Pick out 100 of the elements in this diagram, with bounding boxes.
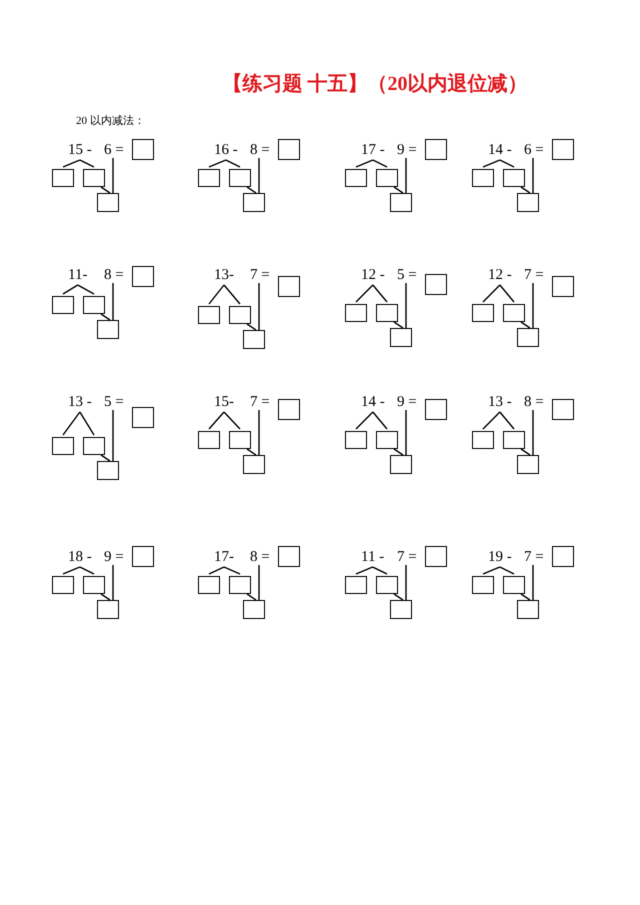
connector-line bbox=[356, 566, 373, 575]
answer-box bbox=[229, 306, 251, 324]
connector-line bbox=[223, 284, 241, 304]
connector-line bbox=[77, 284, 94, 295]
connector-line bbox=[372, 159, 388, 168]
connector-line bbox=[482, 412, 500, 430]
connector-line bbox=[394, 593, 404, 601]
number-text: 6 = bbox=[104, 143, 124, 158]
answer-box bbox=[376, 304, 398, 322]
answer-box bbox=[243, 600, 265, 619]
connector-line bbox=[80, 159, 94, 168]
connector-line bbox=[532, 565, 534, 600]
answer-box bbox=[552, 139, 574, 160]
number-text: 13 - bbox=[68, 395, 92, 410]
connector-line bbox=[246, 323, 256, 331]
connector-line bbox=[500, 566, 514, 575]
connector-line bbox=[372, 566, 388, 575]
answer-box bbox=[243, 193, 265, 212]
number-text: 7 = bbox=[524, 550, 544, 565]
connector-line bbox=[405, 283, 407, 328]
connector-line bbox=[394, 186, 404, 194]
connector-line bbox=[372, 412, 388, 430]
connector-line bbox=[112, 158, 114, 193]
answer-box bbox=[425, 139, 447, 160]
connector-line bbox=[405, 565, 407, 600]
connector-line bbox=[208, 159, 226, 168]
answer-box bbox=[52, 169, 74, 187]
number-text: 6 = bbox=[524, 143, 544, 158]
answer-box bbox=[425, 274, 447, 295]
connector-line bbox=[80, 566, 94, 575]
connector-line bbox=[246, 593, 256, 601]
answer-box bbox=[503, 576, 525, 594]
answer-box bbox=[376, 431, 398, 449]
answer-box bbox=[198, 169, 220, 187]
connector-line bbox=[258, 410, 260, 455]
connector-line bbox=[100, 313, 110, 321]
connector-line bbox=[112, 283, 114, 320]
answer-box bbox=[132, 266, 154, 287]
number-text: 19 - bbox=[488, 550, 512, 565]
connector-line bbox=[208, 566, 224, 575]
answer-box bbox=[97, 461, 119, 480]
answer-box bbox=[229, 169, 251, 187]
answer-box bbox=[390, 193, 412, 212]
number-text: 7 = bbox=[250, 268, 270, 283]
answer-box bbox=[517, 600, 539, 619]
connector-line bbox=[112, 565, 114, 600]
connector-line bbox=[226, 159, 240, 168]
answer-box bbox=[278, 139, 300, 160]
answer-box bbox=[83, 169, 105, 187]
connector-line bbox=[532, 283, 534, 328]
connector-line bbox=[112, 410, 114, 461]
connector-line bbox=[100, 454, 110, 462]
connector-line bbox=[482, 159, 500, 168]
answer-box bbox=[83, 296, 105, 314]
connector-line bbox=[520, 321, 530, 329]
connector-line bbox=[258, 283, 260, 330]
number-text: 12 - bbox=[488, 268, 512, 283]
number-text: 14 - bbox=[361, 395, 385, 410]
title-text: 【练习题 十五】（20以内退位减） bbox=[222, 72, 528, 97]
number-text: 9 = bbox=[104, 550, 124, 565]
answer-box bbox=[83, 437, 105, 455]
answer-box bbox=[552, 546, 574, 567]
number-text: 8 = bbox=[250, 143, 270, 158]
answer-box bbox=[132, 546, 154, 567]
number-text: 15- bbox=[214, 395, 234, 410]
connector-line bbox=[356, 284, 374, 302]
connector-line bbox=[520, 448, 530, 456]
answer-box bbox=[552, 399, 574, 420]
connector-line bbox=[246, 448, 256, 456]
answer-box bbox=[376, 576, 398, 594]
answer-box bbox=[229, 576, 251, 594]
connector-line bbox=[223, 412, 240, 430]
answer-box bbox=[376, 169, 398, 187]
answer-box bbox=[243, 455, 265, 474]
answer-box bbox=[52, 437, 74, 455]
answer-box bbox=[229, 431, 251, 449]
instruction-text: 20 以内减法： bbox=[76, 116, 145, 127]
connector-line bbox=[62, 566, 80, 575]
connector-line bbox=[100, 593, 110, 601]
connector-line bbox=[356, 159, 374, 168]
answer-box bbox=[472, 169, 494, 187]
answer-box bbox=[198, 576, 220, 594]
number-text: 8 = bbox=[250, 550, 270, 565]
number-text: 8 = bbox=[104, 268, 124, 283]
number-text: 5 = bbox=[104, 395, 124, 410]
answer-box bbox=[503, 304, 525, 322]
answer-box bbox=[198, 431, 220, 449]
answer-box bbox=[132, 139, 154, 160]
answer-box bbox=[345, 431, 367, 449]
answer-box bbox=[517, 455, 539, 474]
connector-line bbox=[62, 412, 80, 436]
answer-box bbox=[278, 546, 300, 567]
connector-line bbox=[208, 412, 225, 430]
answer-box bbox=[390, 328, 412, 347]
number-text: 15 - bbox=[68, 143, 92, 158]
number-text: 7 = bbox=[397, 550, 417, 565]
connector-line bbox=[405, 158, 407, 193]
answer-box bbox=[503, 431, 525, 449]
answer-box bbox=[472, 431, 494, 449]
number-text: 11- bbox=[68, 268, 88, 283]
